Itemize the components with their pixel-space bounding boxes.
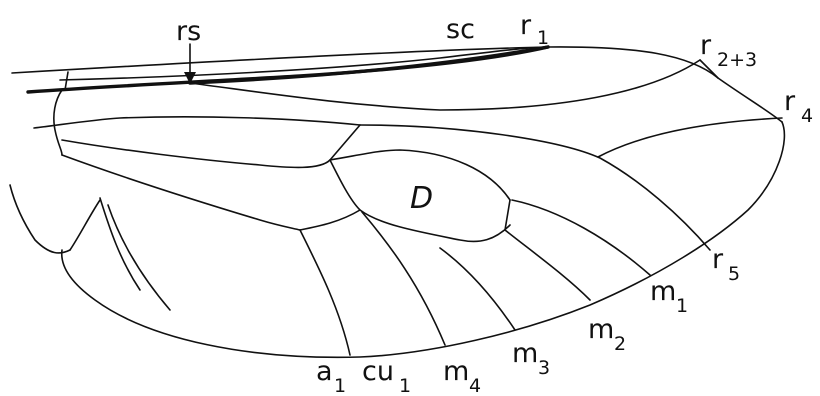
label-cu1-sub: 1 — [399, 375, 411, 396]
cu-crossvein — [299, 209, 361, 231]
label-m2-sub: 2 — [614, 333, 626, 355]
label-sc: sc — [446, 14, 475, 45]
label-cu1: cu — [362, 356, 394, 387]
basal-vein-2 — [33, 116, 361, 129]
humeral-crossvein — [64, 71, 69, 91]
m1-vein — [511, 199, 651, 276]
label-m3: m — [512, 338, 538, 369]
basal-vein-1 — [53, 89, 63, 156]
rs-pointer-arrowhead — [184, 72, 196, 84]
label-r23-sub: 2+3 — [717, 49, 757, 71]
label-m4-sub: 4 — [469, 375, 481, 396]
rs-vein — [189, 59, 701, 111]
label-r1-sub: 1 — [537, 27, 549, 49]
label-a1: a — [316, 356, 333, 387]
label-r4: r — [784, 86, 796, 117]
discal-cell-top — [329, 149, 511, 201]
label-r4-sub: 4 — [801, 105, 813, 127]
discal-cell-bottom — [329, 159, 511, 243]
label-m3-sub: 3 — [538, 357, 550, 379]
label-rs: rs — [176, 16, 201, 47]
crossvein-rm — [329, 124, 361, 161]
label-r23: r — [700, 30, 712, 61]
media-upper — [61, 139, 331, 169]
cubitus-vein — [61, 154, 301, 231]
discal-cell-right — [504, 199, 511, 231]
label-m1-sub: 1 — [676, 295, 688, 317]
m4-vein — [361, 211, 446, 346]
label-m2: m — [588, 314, 614, 345]
label-discal-cell: D — [410, 181, 433, 216]
r1-vein — [188, 45, 550, 85]
anal-vein — [107, 204, 171, 311]
anal-vein-2 — [99, 197, 141, 291]
m2-vein — [504, 229, 591, 301]
label-r1: r — [520, 10, 532, 41]
cu1-vein — [299, 229, 351, 356]
label-m4: m — [443, 356, 469, 387]
label-r5-sub: 5 — [728, 263, 740, 285]
wing-outline-alula — [69, 199, 101, 251]
label-r5: r — [712, 244, 724, 275]
r4-vein — [597, 117, 783, 158]
r5-vein — [359, 124, 711, 251]
label-a1-sub: 1 — [334, 375, 346, 396]
r23-vein — [699, 59, 719, 79]
wing-outline-base — [9, 184, 71, 254]
subcosta-vein — [59, 46, 549, 81]
m3-vein — [439, 247, 516, 331]
wing-outline-apex — [60, 121, 786, 359]
label-m1: m — [650, 276, 676, 307]
